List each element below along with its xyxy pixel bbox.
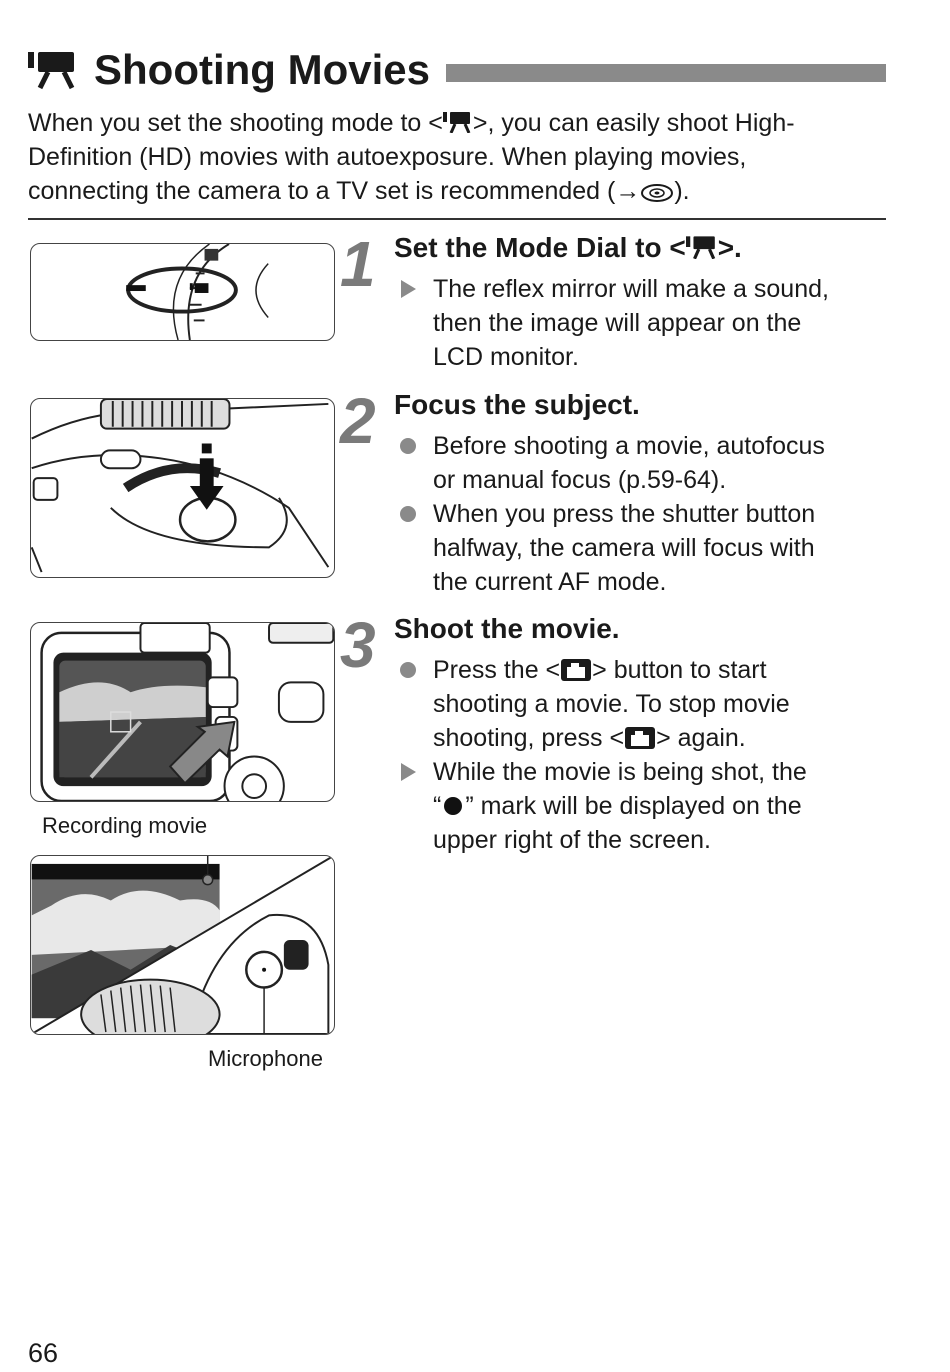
microphone-caption: Microphone bbox=[208, 1046, 323, 1071]
recording-microphone-illustration bbox=[30, 855, 335, 1035]
title-decoration-bar bbox=[446, 64, 886, 82]
step-1-number: 1 bbox=[340, 228, 376, 300]
step-2-title: Focus the subject. bbox=[394, 389, 640, 420]
step-3-number: 3 bbox=[340, 609, 376, 681]
intro-line-3: connecting the camera to a TV set is rec… bbox=[28, 177, 690, 205]
step-1-item-1: The reflex mirror will make a sound, the… bbox=[433, 275, 829, 371]
movie-mode-icon bbox=[442, 112, 471, 133]
recording-dot-icon bbox=[444, 797, 463, 815]
dot-bullet-icon bbox=[400, 662, 416, 678]
step-2-item-2: When you press the shutter button halfwa… bbox=[433, 500, 816, 596]
step-3-title: Shoot the movie. bbox=[394, 613, 620, 644]
step-1-title: Set the Mode Dial to <>. bbox=[394, 232, 742, 263]
movie-mode-icon bbox=[685, 236, 715, 259]
intro-paragraph: When you set the shooting mode to <>, yo… bbox=[28, 106, 888, 208]
step-3-item-2: While the movie is being shot, the “” ma… bbox=[433, 758, 807, 854]
camera-back-illustration bbox=[30, 622, 335, 802]
intro-line-1: When you set the shooting mode to <>, yo… bbox=[28, 109, 795, 137]
recording-movie-caption: Recording movie bbox=[42, 813, 208, 838]
live-view-button-icon bbox=[561, 659, 592, 681]
dot-bullet-icon bbox=[400, 506, 416, 522]
dot-bullet-icon bbox=[400, 438, 416, 454]
disc-reference-icon bbox=[641, 184, 674, 202]
page-title-row: Shooting Movies bbox=[28, 44, 430, 96]
movie-camera-icon bbox=[28, 52, 75, 90]
section-divider bbox=[28, 218, 886, 220]
shutter-button-illustration bbox=[30, 398, 335, 578]
intro-line-2: Definition (HD) movies with autoexposure… bbox=[28, 143, 747, 171]
step-2-number: 2 bbox=[340, 385, 376, 457]
page-number: 66 bbox=[28, 1338, 59, 1368]
triangle-bullet-icon bbox=[401, 280, 416, 298]
triangle-bullet-icon bbox=[401, 763, 416, 781]
step-3-item-1: Press the <> button to start shooting a … bbox=[433, 656, 790, 752]
mode-dial-illustration bbox=[30, 243, 335, 341]
page-title: Shooting Movies bbox=[94, 46, 430, 93]
live-view-button-icon bbox=[625, 727, 656, 749]
step-2-item-1: Before shooting a movie, autofocus or ma… bbox=[433, 432, 825, 494]
